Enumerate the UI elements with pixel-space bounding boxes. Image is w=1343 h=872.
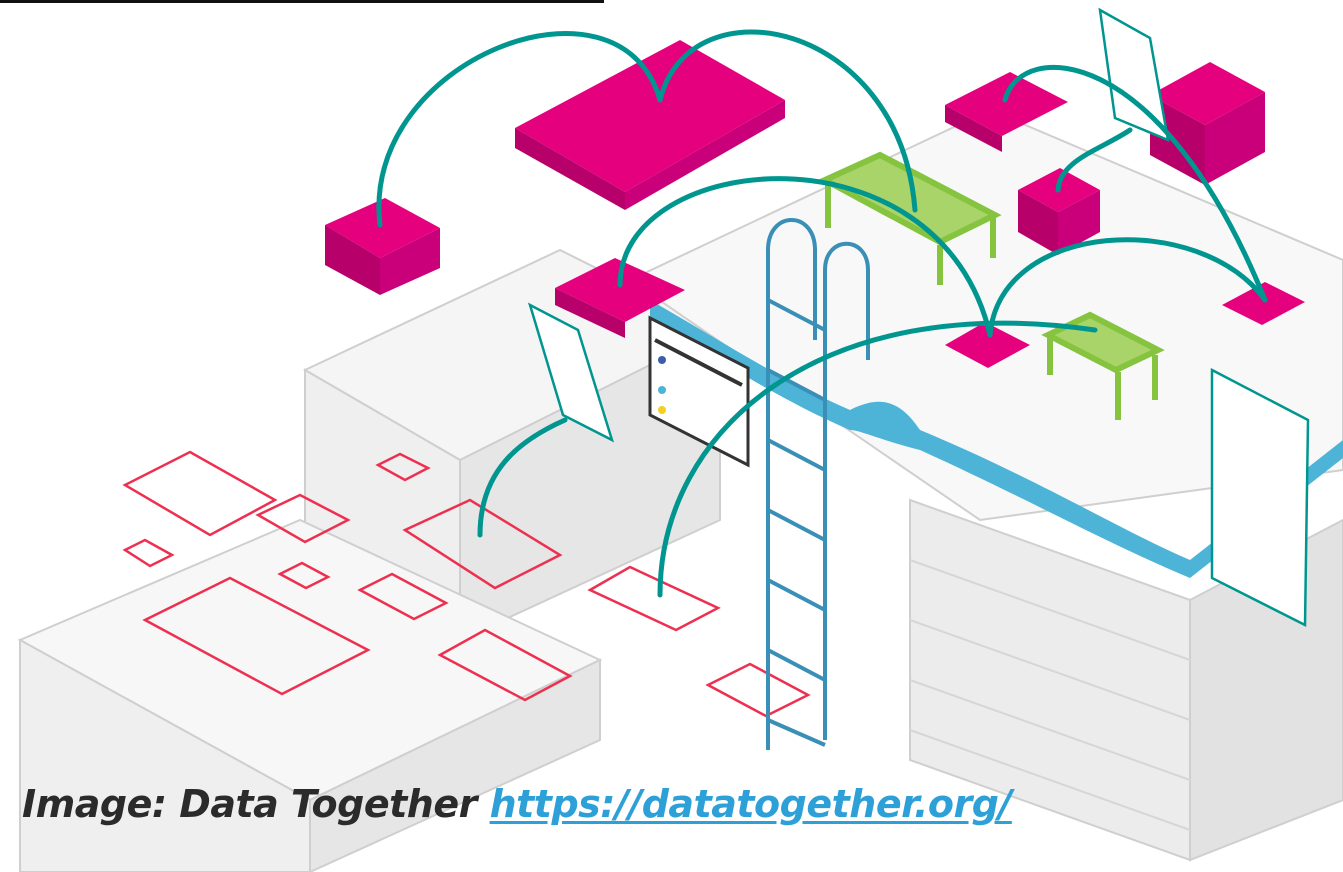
document-panels [527, 7, 1310, 628]
magenta-boxes [325, 40, 1305, 368]
ladder [766, 218, 870, 750]
caption-prefix: Image: Data Together [22, 782, 477, 826]
top-rule [0, 0, 604, 3]
caption: Image: Data Together https://datatogethe… [22, 782, 1012, 826]
teal-connection-arcs [376, 29, 1268, 598]
caption-link[interactable]: https://datatogether.org/ [489, 782, 1013, 826]
red-outline-files [122, 450, 811, 718]
